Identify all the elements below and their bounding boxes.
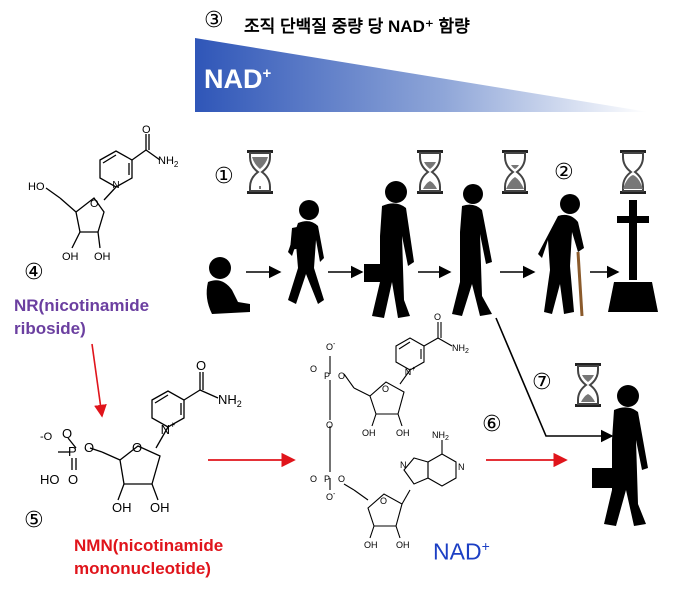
nad-gradient-label: NAD+ [204,64,272,94]
nad-decline-wedge [195,38,648,112]
rejuvenation-arrow [495,317,614,443]
nad-oh-3: OH [364,540,378,550]
nad-bridge-o: O [326,420,333,430]
nmn-nh2: NH2 [218,392,242,409]
diagram-title: 조직 단백질 중량 당 NAD⁺ 함량 [244,17,470,36]
nmn-ring-n: N+ [161,420,176,437]
nr-to-nmn-arrow [91,343,107,418]
nad-p-1: P [324,371,330,381]
nad-ribose-o-1: O [382,384,389,394]
nad-product-label: NAD+ [433,538,490,565]
nmn-p: P [68,444,77,459]
rejuvenated-walker-silhouette [592,385,648,526]
nad-o-2: O [338,371,345,381]
nad-adenine-n-2: N [458,462,465,472]
elderly-silhouette [538,194,584,317]
nmn-label-line-2: mononucleotide) [74,559,211,578]
nad-ring-n: N+ [405,366,416,377]
nad-o-3: O [310,474,317,484]
middle-aged-silhouette [452,184,492,316]
nr-molecule-structure [45,134,161,249]
child-silhouette [288,200,324,304]
grave-cross-silhouette [608,200,658,312]
nr-label: NR(nicotinamide riboside) [14,294,149,340]
nmn-o-bottom: O [68,472,78,487]
marker-4: ④ [24,260,44,285]
nad-o-4: O [338,474,345,484]
nad-o-minus-1: O- [326,341,336,352]
marker-1: ① [214,164,234,189]
nad-ribose-o-2: O [380,496,387,506]
marker-7: ⑦ [532,370,552,395]
nr-ring-o: O [90,198,99,210]
nad-oh-2: OH [396,428,410,438]
hourglass-icon-3 [501,149,529,195]
nr-oh-2: OH [94,251,111,263]
nad-molecule-structure [329,322,457,539]
nmn-label-line-1: NMN(nicotinamide [74,536,224,555]
nmn-ho: HO [40,472,60,487]
nr-label-line-1: NR(nicotinamide [14,296,150,315]
marker-2: ② [554,160,574,185]
nad-adenine-n: N [400,460,407,470]
nr-ring-n: N [112,180,119,191]
hourglass-icon-4 [619,149,647,195]
nad-carbonyl-o: O [434,312,441,322]
hourglass-icon-1 [246,149,274,195]
chem-labels: N O NH2 O OH OH HO N+ O NH2 O OH OH O P … [28,124,469,550]
nmn-oh-1: OH [112,500,132,515]
nr-oh-1: OH [62,251,79,263]
nmn-o-top: O [62,426,72,441]
nmn-oh-2: OH [150,500,170,515]
nr-nh2: NH2 [158,155,179,169]
nad-oh-1: OH [362,428,376,438]
nmn-molecule-structure [58,372,219,501]
nmn-carbonyl-o: O [196,358,206,373]
nmn-ring-o: O [132,440,142,455]
nmn-label: NMN(nicotinamide mononucleotide) [74,534,223,580]
nr-carbonyl-o: O [142,124,151,136]
nad-o-minus-2: O- [326,491,336,502]
nad-nh2-top: NH2 [452,343,469,355]
nad-oh-4: OH [396,540,410,550]
nad-p-2: P [324,474,330,484]
marker-5: ⑤ [24,508,44,533]
marker-3: ③ [204,8,224,33]
marker-6: ⑥ [482,412,502,437]
adult-silhouette [364,181,414,318]
hourglass-icon-2 [416,149,444,195]
nmn-ester-o: O [84,440,94,455]
baby-silhouette [206,257,250,314]
nad-nh2-bottom: NH2 [432,430,449,442]
nmn-o-minus: -O [40,431,53,443]
nr-label-line-2: riboside) [14,319,86,338]
hourglass-icon-5 [574,362,602,408]
nad-o-1: O [310,364,317,374]
nr-ho: HO [28,181,45,193]
